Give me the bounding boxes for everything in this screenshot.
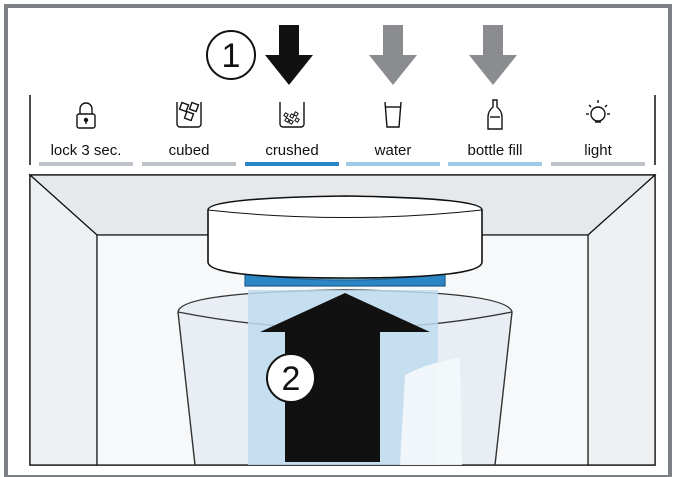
panel-button-indicator — [551, 162, 645, 166]
step-1-number: 1 — [222, 37, 241, 75]
panel-button-label: cubed — [169, 142, 210, 159]
step-2-callout: 2 — [267, 354, 315, 402]
panel-button-label: lock 3 sec. — [51, 142, 122, 159]
panel-button-indicator — [346, 162, 440, 166]
panel-button-indicator — [448, 162, 542, 166]
panel-button-indicator — [142, 162, 236, 166]
step-2-number: 2 — [282, 360, 301, 398]
panel-button-indicator — [245, 162, 339, 166]
ice-dispenser-nozzle — [208, 196, 482, 286]
step-1-callout: 1 — [207, 31, 255, 79]
panel-button-indicator — [39, 162, 133, 166]
panel-button-label: crushed — [265, 142, 318, 159]
panel-button-label: light — [584, 142, 612, 159]
panel-button-label: bottle fill — [467, 142, 522, 159]
panel-button-label: water — [374, 142, 412, 159]
